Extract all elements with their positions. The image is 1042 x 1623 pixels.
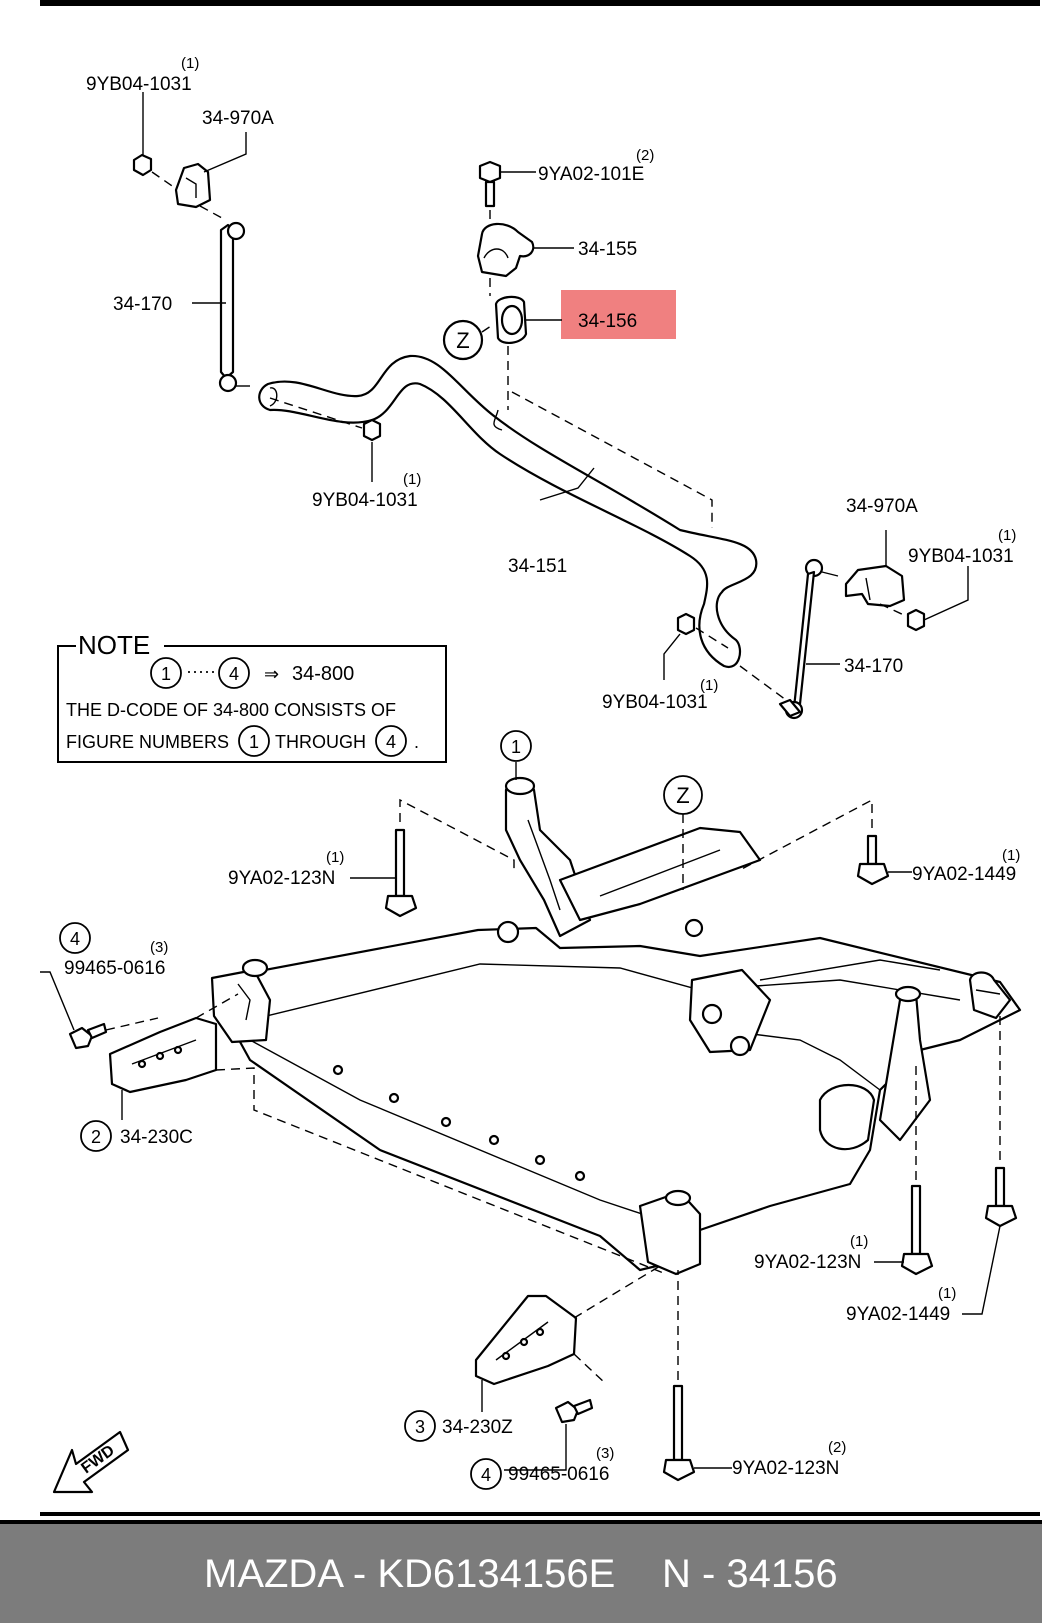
qty-label: (1) — [1002, 847, 1020, 864]
bottom-rule — [40, 1512, 1040, 1516]
nut-bar-left — [269, 397, 382, 482]
note-arrow: ⇒ — [264, 664, 279, 684]
bolt-bracket-left — [40, 971, 159, 1050]
ref-z-label: Z — [456, 328, 469, 353]
footer-part-code: MAZDA - KD6134156E — [204, 1552, 616, 1596]
nut-right — [879, 566, 969, 632]
part-number-label: 34-230C — [120, 1127, 193, 1148]
part-number-label: 34-156 — [578, 311, 637, 332]
figure-number: 4 — [70, 929, 80, 949]
bolt-frame-rear — [874, 1060, 934, 1276]
parts-diagram: (1) 9YB04-1031 34-970A 34-170 34-151 (1)… — [40, 55, 1022, 1494]
figure-number: 2 — [91, 1127, 101, 1147]
figure-circle — [470, 1458, 502, 1490]
part-number-label: 99465-0616 — [64, 958, 165, 979]
note-line2-to: 4 — [386, 732, 396, 752]
nut-bar-right — [663, 612, 729, 680]
part-number-label: 9YB04-1031 — [312, 490, 418, 511]
bolt-bottom — [662, 1270, 732, 1482]
qty-label: (1) — [850, 1233, 868, 1250]
clamp-34-155 — [476, 222, 574, 296]
part-number-label: 34-170 — [113, 294, 172, 315]
note-line2-b: THROUGH — [275, 732, 366, 752]
note-line2-from: 1 — [249, 732, 259, 752]
qty-label: (1) — [181, 55, 199, 72]
figure-number: 4 — [481, 1465, 491, 1485]
qty-label: (1) — [403, 471, 421, 488]
bracket-34-970a-left — [174, 132, 247, 209]
footer-ref-number: N - 34156 — [662, 1552, 838, 1596]
note-range-from: 1 — [161, 664, 171, 684]
part-number-label: 9YB04-1031 — [908, 546, 1014, 567]
part-number-label: 9YA02-1449 — [912, 864, 1016, 885]
highlight-box — [561, 290, 676, 339]
figure-number: 3 — [415, 1417, 425, 1437]
part-number-label: 9YA02-123N — [732, 1458, 839, 1479]
figure-circle — [80, 1120, 112, 1152]
part-number-label: 9YA02-1449 — [846, 1304, 950, 1325]
qty-label: (1) — [326, 849, 344, 866]
figure-circle — [218, 657, 250, 689]
figure-circle — [59, 922, 91, 954]
part-number-label: 34-151 — [508, 556, 567, 577]
top-rule — [40, 0, 1040, 6]
qty-label: (3) — [596, 1445, 614, 1462]
part-number-label: 9YB04-1031 — [86, 74, 192, 95]
part-number-label: 34-230Z — [442, 1417, 513, 1438]
note-target: 34-800 — [292, 663, 354, 685]
qty-label: (1) — [938, 1285, 956, 1302]
fwd-arrow-icon — [52, 1430, 130, 1494]
bracket-34-970a-right — [844, 530, 906, 608]
part-number-label: 9YB04-1031 — [602, 692, 708, 713]
figure-circle — [238, 725, 270, 757]
bushing-34-156 — [494, 295, 713, 528]
bracket-34-230z — [474, 1265, 661, 1412]
part-number-label: 9YA02-101E — [538, 164, 644, 185]
note-title: NOTE — [78, 630, 150, 660]
footer-bar: MAZDA - KD6134156E N - 34156 — [0, 1520, 1042, 1623]
part-number-label: 34-170 — [844, 656, 903, 677]
bolt-frame-left — [350, 798, 515, 918]
stabilizer-link-left — [192, 205, 250, 393]
qty-label: (2) — [636, 147, 654, 164]
qty-label: (1) — [998, 527, 1016, 544]
figure-number: 1 — [511, 737, 521, 757]
stabilizer-link-right — [739, 558, 840, 720]
figure-circle — [404, 1410, 436, 1442]
qty-label: (3) — [150, 939, 168, 956]
part-number-label: 9YA02-123N — [228, 868, 335, 889]
ref-z-label: Z — [676, 783, 689, 808]
figure-1-marker — [500, 730, 532, 780]
part-number-label: 34-970A — [846, 496, 918, 517]
note-range-sep: ····· — [186, 661, 216, 681]
ref-z-top — [442, 319, 495, 361]
stabilizer-bar-34-151 — [258, 354, 758, 669]
note-box — [57, 645, 447, 763]
note-range-to: 4 — [229, 664, 239, 684]
nut-top-left — [132, 92, 179, 191]
part-number-label: 34-155 — [578, 239, 637, 260]
part-number-label: 9YA02-123N — [754, 1252, 861, 1273]
bolt-frame-rear2 — [962, 1010, 1018, 1315]
bolt-frame-right — [739, 798, 912, 886]
qty-label: (1) — [700, 677, 718, 694]
figure-circle — [375, 725, 407, 757]
figure-circle — [150, 657, 182, 689]
front-crossmember — [210, 776, 1022, 1276]
part-number-label: 34-970A — [202, 108, 274, 129]
note-line2-a: FIGURE NUMBERS — [66, 732, 229, 752]
note-line2-end: . — [414, 732, 419, 752]
ref-z-frame — [663, 775, 703, 890]
bolt-bracket-bottom — [504, 1398, 594, 1471]
part-number-label: 99465-0616 — [508, 1464, 609, 1485]
qty-label: (2) — [828, 1439, 846, 1456]
note-line1: THE D-CODE OF 34-800 CONSISTS OF — [66, 700, 396, 720]
bracket-34-230c — [108, 993, 667, 1275]
